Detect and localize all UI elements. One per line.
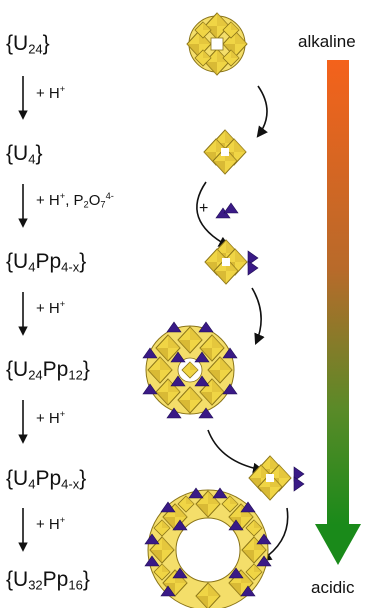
u24pp12-cluster [142, 321, 238, 419]
u4-cluster [203, 129, 247, 175]
u24-cluster [186, 12, 248, 76]
step-2-label: + H+, P2O74- [36, 191, 114, 210]
step-5-label: + H+ [36, 515, 66, 533]
u4pp-cluster-second [248, 455, 305, 501]
pyrophosphate-small [215, 202, 239, 219]
label-u4: {U4} [6, 142, 43, 167]
label-u24: {U24} [6, 32, 50, 57]
label-u4pp-first: {U4Pp4-x} [6, 250, 87, 275]
label-u32pp16: {U32Pp16} [6, 568, 90, 593]
u32pp16-cluster [144, 487, 272, 608]
transition-arrows [196, 85, 289, 562]
label-u4pp-second: {U4Pp4-x} [6, 467, 87, 492]
alkaline-label: alkaline [298, 32, 356, 51]
u4pp-cluster-first [204, 239, 259, 285]
plus-sign: + [199, 200, 209, 217]
step-4-label: + H+ [36, 409, 66, 427]
step-1-label: + H+ [36, 84, 66, 102]
ph-gradient-arrow [315, 60, 361, 565]
step-3-label: + H+ [36, 299, 66, 317]
label-u24pp12: {U24Pp12} [6, 358, 90, 383]
acidic-label: acidic [311, 578, 355, 597]
